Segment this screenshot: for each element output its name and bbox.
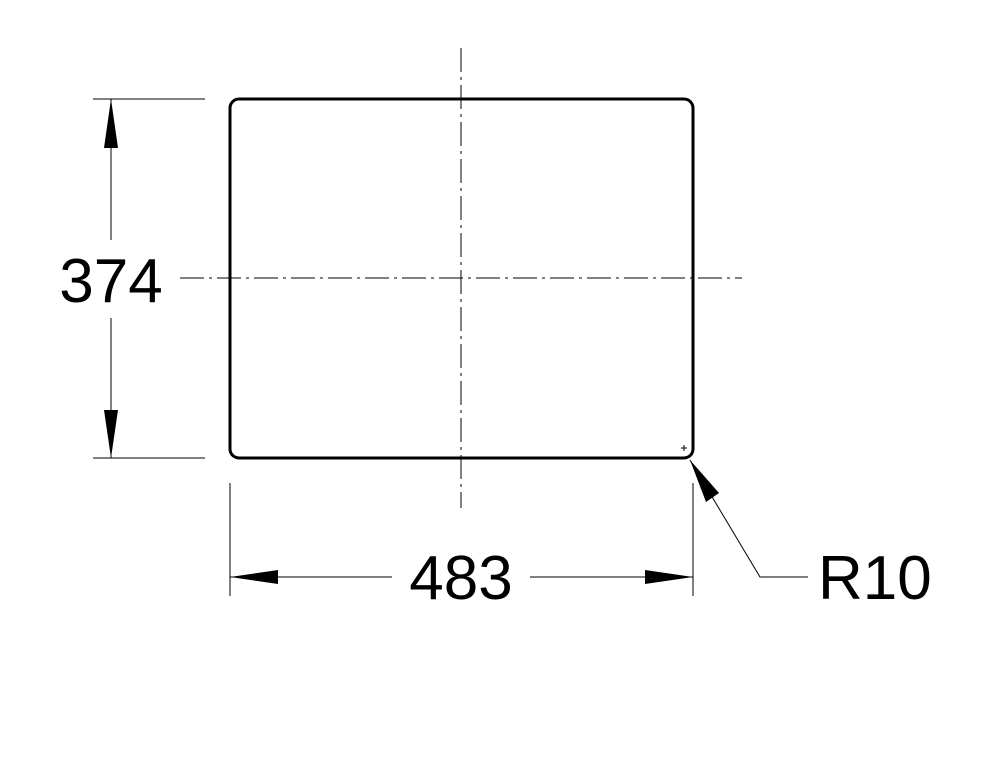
arrow-down-icon bbox=[104, 410, 118, 458]
radius-label: R10 bbox=[818, 544, 932, 613]
corner-center-mark bbox=[681, 445, 687, 451]
width-dimension-label: 483 bbox=[409, 544, 512, 613]
sink-outline bbox=[228, 97, 695, 460]
arrow-left-icon bbox=[230, 570, 278, 584]
radius-leader-line bbox=[689, 459, 808, 578]
arrow-right-icon bbox=[645, 570, 693, 584]
height-dimension-label: 374 bbox=[59, 247, 162, 316]
radius-arrow-icon bbox=[690, 460, 719, 502]
arrow-up-icon bbox=[104, 99, 118, 148]
